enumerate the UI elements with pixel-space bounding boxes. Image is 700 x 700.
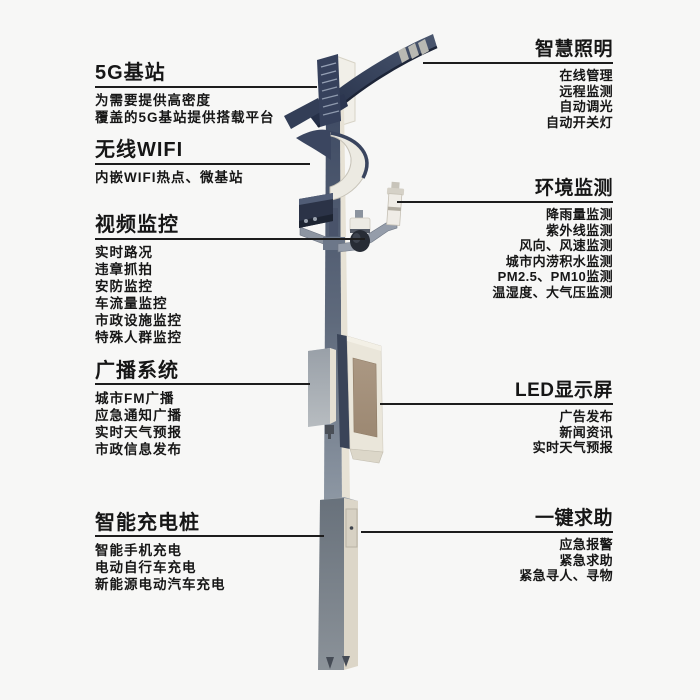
- feature-item: 应急通知广播: [95, 408, 182, 423]
- leader-line-video: [95, 238, 365, 240]
- section-video-surveillance: 视频监控 实时路况 违章抓拍 安防监控 车流量监控 市政设施监控 特殊人群监控: [95, 214, 182, 346]
- leader-line-5g: [95, 86, 317, 88]
- feature-item: 实时天气预报: [532, 440, 613, 455]
- led-screen-panel: [337, 334, 384, 464]
- section-title: 视频监控: [95, 214, 179, 236]
- leader-line-lighting: [423, 62, 613, 64]
- feature-item: 城市FM广播: [95, 391, 175, 406]
- leader-line-led: [380, 403, 613, 405]
- section-title: LED显示屏: [514, 380, 613, 401]
- feature-item: 市政信息发布: [95, 442, 182, 457]
- feature-item: 电动自行车充电: [95, 560, 197, 575]
- ptz-dome-camera: [349, 210, 371, 252]
- 5g-vent-panel: [317, 54, 341, 127]
- feature-item: 自动调光: [559, 99, 613, 114]
- feature-item: 违章抓拍: [95, 262, 153, 277]
- leader-line-broadcast: [95, 383, 310, 385]
- feature-item: 覆盖的5G基站提供搭载平台: [95, 110, 275, 125]
- section-title: 智能充电桩: [95, 512, 200, 534]
- feature-item: 紫外线监测: [545, 222, 613, 238]
- feature-item: 新能源电动汽车充电: [95, 577, 226, 592]
- section-title: 无线WIFI: [95, 139, 184, 161]
- feature-item: 实时路况: [95, 245, 153, 260]
- section-one-key-help: 一键求助 应急报警 紧急求助 紧急寻人、寻物: [519, 508, 613, 584]
- feature-item: 降雨量监测: [545, 207, 613, 222]
- leader-line-help: [361, 531, 613, 533]
- feature-item: 车流量监控: [95, 296, 168, 311]
- charging-pile-cabinet: [318, 497, 358, 670]
- lamp-head-arm: [284, 34, 438, 129]
- feature-item: 紧急寻人、寻物: [519, 568, 613, 583]
- feature-item: 自动开关灯: [545, 114, 613, 130]
- section-5g-base-station: 5G基站 为需要提供高密度 覆盖的5G基站提供搭载平台: [95, 62, 275, 126]
- feature-item: 紧急求助: [559, 552, 613, 568]
- feature-item: 实时天气预报: [95, 425, 182, 440]
- feature-item: 为需要提供高密度: [95, 93, 211, 108]
- section-smart-charging-pile: 智能充电桩 智能手机充电 电动自行车充电 新能源电动汽车充电: [95, 512, 226, 593]
- leader-line-environment: [397, 201, 613, 203]
- feature-item: 温湿度、大气压监测: [492, 284, 613, 300]
- wifi-spiral-unit: [296, 129, 369, 201]
- section-title: 广播系统: [95, 360, 179, 382]
- section-title: 一键求助: [534, 508, 613, 529]
- feature-item: 广告发布: [559, 409, 613, 424]
- section-environment-monitoring: 环境监测 降雨量监测 紫外线监测 风向、风速监测 城市内涝积水监测 PM2.5、…: [492, 178, 613, 300]
- leader-line-charging: [95, 535, 324, 537]
- feature-item: 内嵌WIFI热点、微基站: [95, 170, 244, 185]
- feature-item: 新闻资讯: [559, 424, 613, 440]
- feature-item: 远程监测: [559, 83, 613, 99]
- section-wireless-wifi: 无线WIFI 内嵌WIFI热点、微基站: [95, 139, 244, 186]
- leader-line-wifi: [95, 163, 310, 165]
- feature-item: 风向、风速监测: [519, 238, 613, 253]
- feature-item: 智能手机充电: [95, 543, 182, 558]
- section-title: 智慧照明: [534, 39, 613, 60]
- feature-item: 特殊人群监控: [95, 330, 182, 345]
- feature-item: 应急报警: [559, 537, 613, 552]
- section-title: 环境监测: [534, 178, 613, 199]
- environment-sensor-icon: [386, 181, 405, 226]
- feature-item: 在线管理: [559, 68, 613, 83]
- feature-item: 城市内涝积水监测: [505, 253, 613, 269]
- speaker-box: [308, 348, 336, 439]
- section-led-display: LED显示屏 广告发布 新闻资讯 实时天气预报: [515, 380, 613, 456]
- feature-item: PM2.5、PM10监测: [497, 269, 613, 284]
- section-broadcast-system: 广播系统 城市FM广播 应急通知广播 实时天气预报 市政信息发布: [95, 360, 182, 458]
- section-title: 5G基站: [95, 62, 166, 84]
- feature-item: 市政设施监控: [95, 313, 182, 328]
- feature-item: 安防监控: [95, 279, 153, 294]
- section-smart-lighting: 智慧照明 在线管理 远程监测 自动调光 自动开关灯: [535, 39, 613, 130]
